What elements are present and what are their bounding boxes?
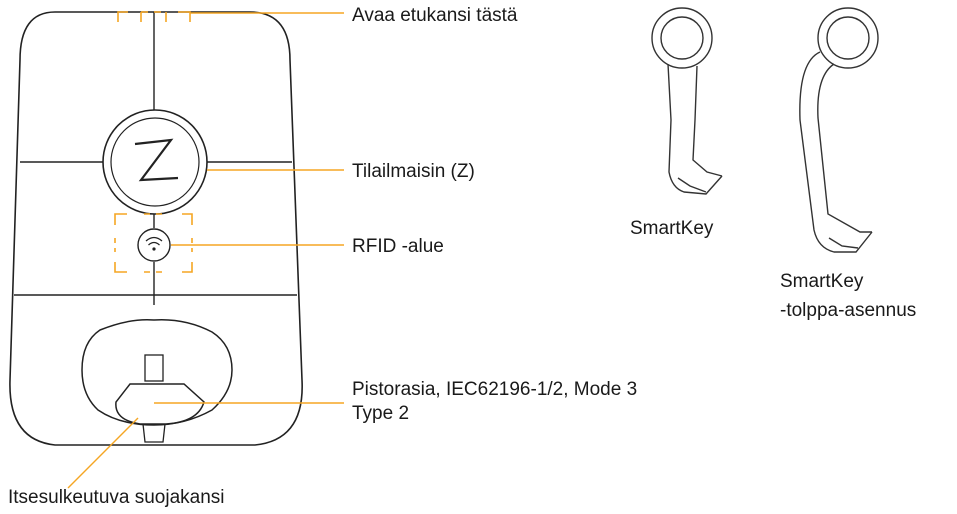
- shutter-leader: [67, 417, 139, 489]
- socket-latch: [144, 354, 164, 382]
- front-cover-label: Avaa etukansi tästä: [352, 5, 518, 26]
- rfid-marker: [114, 213, 193, 273]
- socket-housing: [81, 318, 233, 426]
- smartkey-post-label: SmartKey -tolppa-asennus: [780, 270, 916, 323]
- front-cover-marker: [117, 11, 191, 22]
- charger-body: [9, 11, 303, 446]
- smartkey-label: SmartKey: [630, 218, 714, 239]
- z-logo-icon: [134, 138, 179, 182]
- rfid-icon: [137, 228, 171, 262]
- socket-shutter: [115, 383, 205, 425]
- smartkey-post-label-line2: -tolppa-asennus: [780, 300, 917, 321]
- smartkey-post-label-line1: SmartKey: [780, 271, 864, 292]
- socket-label: Pistorasia, IEC62196-1/2, Mode 3 Type 2: [352, 379, 638, 424]
- status-light-label: Tilailmaisin (Z): [352, 161, 475, 182]
- smartkey-post-icon: [799, 7, 879, 253]
- smartkey-icon: [651, 7, 723, 195]
- rfid-label: RFID -alue: [352, 236, 444, 257]
- shutter-label: Itsesulkeutuva suojakansi: [8, 487, 225, 508]
